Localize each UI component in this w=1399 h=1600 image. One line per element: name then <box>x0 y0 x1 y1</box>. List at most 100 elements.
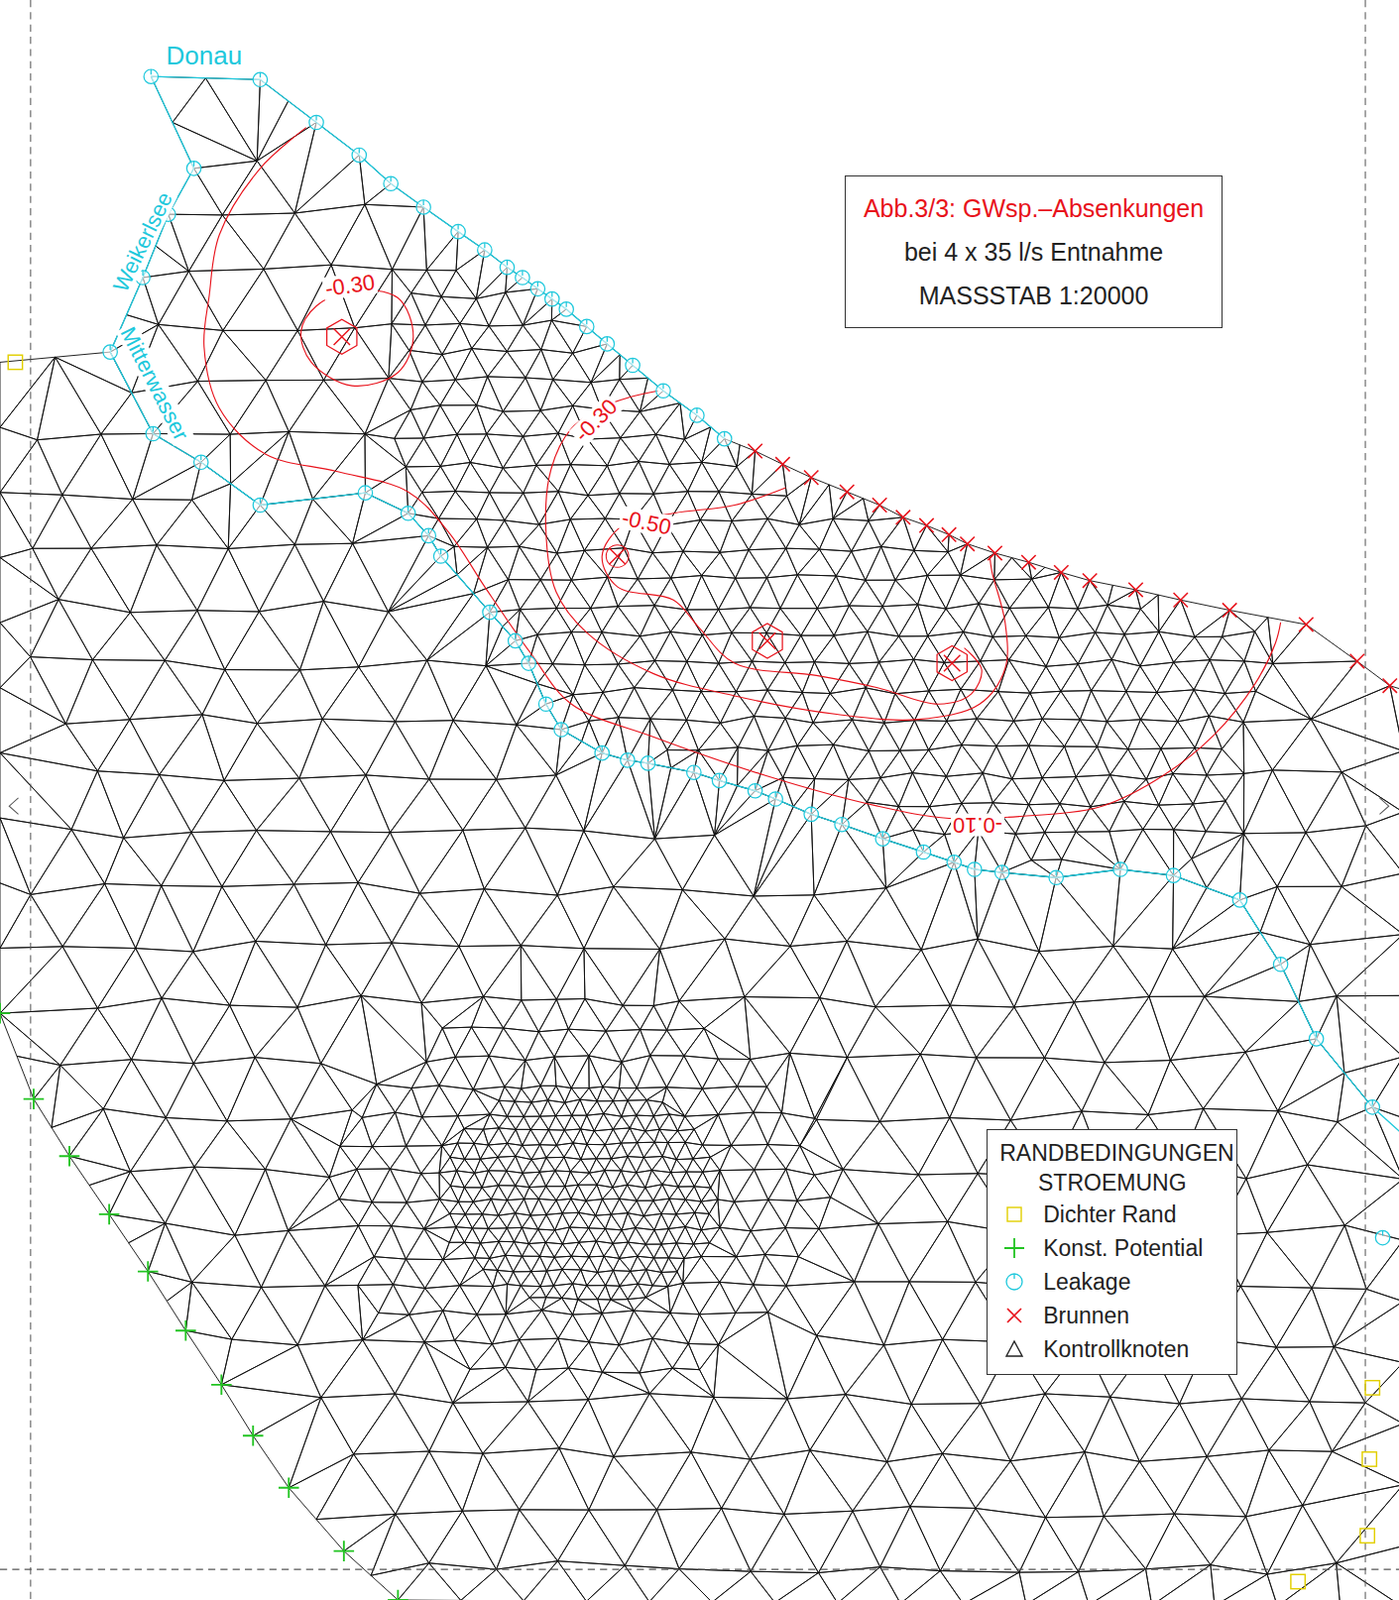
drawdown-contour <box>204 127 1282 820</box>
well-mark <box>775 457 790 471</box>
leakage-circle <box>421 528 436 543</box>
legend-symbol-part <box>1007 1207 1022 1222</box>
leakage-node <box>687 765 701 780</box>
leakage-circle <box>580 319 594 334</box>
leakage-circle <box>656 383 671 398</box>
leakage-tick <box>514 633 516 639</box>
legend-symbol-part <box>1014 1274 1016 1280</box>
well-mark <box>896 510 911 525</box>
leakage-tick <box>631 357 633 363</box>
leakage-circle <box>1165 868 1180 883</box>
leakage-node <box>554 722 569 737</box>
leakage-node <box>451 224 466 238</box>
leakage-circle <box>640 756 655 771</box>
leakage-circle <box>351 147 366 162</box>
leakage-node <box>620 753 635 768</box>
leakage-circle <box>1365 1100 1380 1115</box>
legend-row: Konst. Potential <box>999 1231 1225 1266</box>
leakage-node <box>499 259 514 274</box>
constant-potential-mark <box>175 1320 197 1342</box>
drawdown-contour <box>601 487 982 704</box>
leakage-circle <box>967 862 982 877</box>
well-mark <box>1298 617 1313 632</box>
well-mark <box>334 328 350 345</box>
leakage-node <box>747 784 762 799</box>
leakage-node <box>416 200 431 215</box>
title-line: bei 4 x 35 l/s Entnahme <box>863 230 1204 274</box>
no-flow-mark <box>1365 1381 1380 1396</box>
legend-symbol-part <box>1006 1274 1023 1290</box>
leakage-tick <box>537 281 539 287</box>
constant-potential-mark <box>99 1204 120 1226</box>
leakage-tick <box>390 176 392 182</box>
chevron <box>8 798 18 815</box>
leakage-circle <box>1049 870 1063 885</box>
leakage-node <box>946 855 961 870</box>
leakage-circle <box>994 865 1009 880</box>
leakage-tick <box>1280 957 1282 963</box>
pump-well-hexagon <box>327 319 357 354</box>
leakage-node <box>559 302 574 317</box>
title-line: Abb.3/3: GWsp.–Absenkungen <box>863 186 1204 231</box>
leakage-circle <box>1273 957 1287 972</box>
legend-symbol-part <box>1007 1308 1022 1323</box>
well-mark <box>759 632 776 649</box>
well-mark <box>941 527 956 542</box>
leakage-node <box>400 506 415 521</box>
well-mark <box>1222 602 1237 617</box>
leakage-circle <box>400 506 415 521</box>
legend-symbol <box>999 1236 1030 1261</box>
leakage-node <box>1308 1032 1323 1047</box>
no-flow-mark <box>7 354 22 369</box>
well-mark <box>987 546 1002 561</box>
leakage-tick <box>1172 868 1174 874</box>
leakage-circle <box>482 604 497 619</box>
leakage-circle <box>875 831 890 846</box>
legend-heading: RANDBEDINGUNGEN STROEMUNG <box>999 1138 1225 1198</box>
leakage-node <box>594 745 609 760</box>
leakage-circle <box>477 242 492 257</box>
constant-potential-mark <box>137 1261 159 1283</box>
drawdown-contour <box>300 290 413 387</box>
legend-text: Kontrollknoten <box>1043 1336 1189 1364</box>
leakage-line <box>150 76 724 439</box>
leakage-node <box>252 497 267 512</box>
leakage-circle <box>252 497 267 512</box>
legend-row: Dichter Rand <box>999 1197 1225 1232</box>
leakage-circle <box>309 115 324 129</box>
leakage-circle <box>554 722 569 737</box>
leakage-circle <box>103 345 117 359</box>
leakage-tick <box>457 224 459 230</box>
leakage-node <box>309 115 324 129</box>
well-mark <box>1082 573 1097 587</box>
leakage-node <box>143 69 158 84</box>
legend-symbol <box>999 1202 1030 1227</box>
leakage-node <box>580 319 594 334</box>
leakage-node <box>351 147 366 162</box>
boundary-features <box>0 69 1399 1600</box>
constant-potential-mark <box>211 1375 233 1397</box>
legend-symbol-part <box>1004 1238 1025 1259</box>
leakage-circle <box>594 745 609 760</box>
leakage-node <box>994 865 1009 880</box>
leakage-node <box>834 816 849 831</box>
leakage-tick <box>923 844 925 850</box>
leakage-tick <box>141 270 143 276</box>
leakage-node <box>515 270 530 285</box>
leakage-tick <box>647 756 649 762</box>
leakage-tick <box>566 302 568 308</box>
well-mark <box>943 655 960 672</box>
constant-potential-mark <box>334 1540 355 1562</box>
well-mark <box>872 497 887 512</box>
leakage-tick <box>693 765 695 771</box>
leakage-node <box>717 431 732 446</box>
well-mark <box>747 444 762 459</box>
leakage-tick <box>723 431 725 437</box>
leakage-circle <box>717 431 732 446</box>
pump-well-hexagon <box>752 623 783 659</box>
leakage-tick <box>585 319 587 325</box>
leakage-circle <box>804 807 818 821</box>
leakage-node <box>967 862 982 877</box>
leakage-node <box>1165 868 1180 883</box>
leakage-tick <box>506 259 508 265</box>
